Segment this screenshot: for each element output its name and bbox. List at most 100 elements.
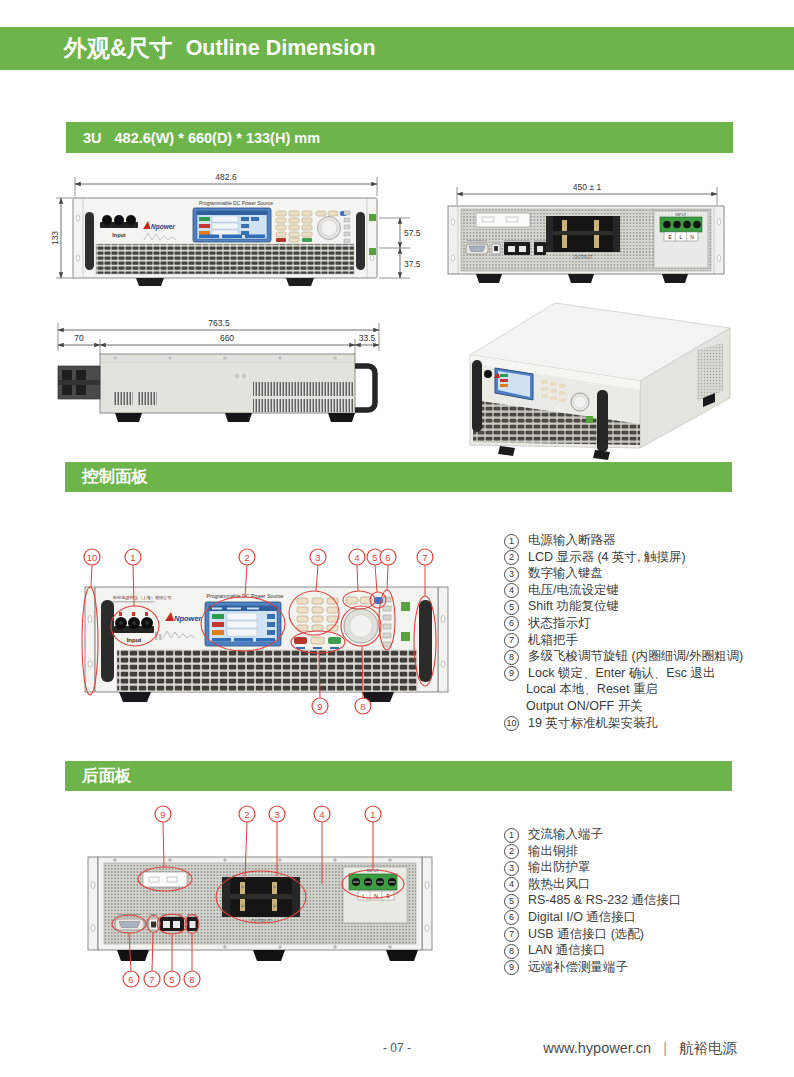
front-view-device: Input Npower Programmable DC Power Sourc… bbox=[73, 198, 377, 286]
cp-function-row bbox=[294, 637, 341, 649]
legend-item: 3数字输入键盘 bbox=[504, 566, 743, 583]
legend-item: 5Shift 功能复位键 bbox=[504, 599, 743, 616]
legend-item: 4散热出风口 bbox=[504, 877, 682, 894]
rear-panel-diagram: OUTPUT INPUT L N E bbox=[75, 800, 495, 995]
front-green-sticker-2 bbox=[369, 248, 376, 255]
rp-output-block: OUTPUT bbox=[222, 877, 300, 924]
rp-callout-7: 7 bbox=[149, 974, 154, 985]
photo-right-handle bbox=[597, 390, 608, 452]
front-view-drawing: 482.6 133 57.5 37.5 Input Npower Program… bbox=[48, 166, 452, 292]
cp-callout-10: 10 bbox=[87, 552, 98, 563]
rp-device: OUTPUT INPUT L N E bbox=[88, 857, 432, 961]
front-foot-left bbox=[136, 278, 164, 286]
cp-green-sticker-1 bbox=[401, 602, 410, 611]
legend-item: 1电源输入断路器 bbox=[504, 533, 743, 550]
cp-company-name: 航裕电源科技（上海）有限公司 bbox=[113, 595, 172, 600]
rear-foot-2 bbox=[568, 274, 594, 283]
rear-foot-3 bbox=[662, 274, 688, 283]
front-green-sticker-1 bbox=[369, 214, 376, 221]
legend-item: 3输出防护罩 bbox=[504, 860, 682, 877]
rp-foot-1 bbox=[117, 950, 149, 961]
photo-foot-2 bbox=[593, 450, 610, 460]
front-vent-grille bbox=[96, 244, 354, 274]
side-foot-1 bbox=[115, 413, 142, 422]
svg-text:Npower: Npower bbox=[151, 223, 175, 231]
rear-sense-strip bbox=[476, 213, 530, 227]
legend-item: 1交流输入端子 bbox=[504, 827, 682, 844]
rp-right-ear bbox=[422, 857, 432, 950]
size-unit: 3U bbox=[83, 130, 102, 146]
page-header: 外观&尺寸 Outline Dimension bbox=[0, 27, 794, 70]
legend-item: 5RS-485 & RS-232 通信接口 bbox=[504, 893, 682, 910]
side-view-dimensions: 763.5 70 660 33.5 bbox=[58, 318, 379, 354]
front-dim-lower: 37.5 bbox=[404, 259, 421, 269]
front-set-buttons bbox=[316, 211, 347, 216]
legend-item: 6状态指示灯 bbox=[504, 616, 743, 633]
legend-item: 7机箱把手 bbox=[504, 633, 743, 650]
rear-l-label: L bbox=[680, 234, 683, 240]
photo-side-vent bbox=[697, 343, 723, 401]
side-handle bbox=[355, 366, 375, 410]
rp-callout-4: 4 bbox=[319, 809, 324, 820]
cp-foot-left bbox=[119, 692, 151, 702]
cp-right-handle bbox=[419, 600, 432, 682]
rp-callout-3: 3 bbox=[274, 809, 279, 820]
legend-item: 1019 英寸标准机架安装孔 bbox=[504, 716, 743, 733]
front-dim-upper: 57.5 bbox=[404, 228, 421, 238]
rear-panel-section-title: 后面板 bbox=[65, 761, 732, 791]
rp-left-ear bbox=[88, 857, 98, 950]
rp-callout-1: 1 bbox=[370, 809, 375, 820]
legend-item: 2输出铜排 bbox=[504, 844, 682, 861]
side-vent-right-2 bbox=[253, 399, 353, 412]
side-vent-left-2 bbox=[137, 392, 157, 405]
rear-input-label: INPUT bbox=[675, 213, 687, 217]
legend-item: 8多级飞梭调节旋钮 (内圈细调/外圈粗调) bbox=[504, 649, 743, 666]
rear-panel-legend: 1交流输入端子 2输出铜排 3输出防护罩 4散热出风口 5RS-485 & RS… bbox=[504, 827, 682, 976]
legend-item: 7USB 通信接口 (选配) bbox=[504, 927, 682, 944]
page-title-zh: 外观&尺寸 bbox=[64, 33, 173, 64]
size-value: 482.6(W) * 660(D) * 133(H) mm bbox=[115, 130, 321, 146]
front-panel-title: Programmable DC Power Source bbox=[199, 200, 273, 206]
rp-foot-2 bbox=[253, 950, 285, 961]
cp-callout-6: 6 bbox=[385, 552, 390, 563]
cp-callout-7: 7 bbox=[422, 552, 427, 563]
legend-item: 9远端补偿测量端子 bbox=[504, 960, 682, 977]
rear-dim-width: 450 ± 1 bbox=[573, 182, 602, 192]
rp-callout-5: 5 bbox=[169, 974, 174, 985]
control-panel-section-title: 控制面板 bbox=[65, 462, 732, 492]
cp-callout-9: 9 bbox=[317, 701, 322, 712]
side-dim-total: 763.5 bbox=[208, 318, 230, 328]
cp-vent-grille bbox=[117, 650, 417, 692]
side-foot-2 bbox=[225, 413, 252, 422]
cp-lcd bbox=[205, 602, 281, 646]
footer-separator: | bbox=[663, 1040, 667, 1056]
front-left-handle bbox=[85, 212, 94, 270]
cp-left-handle bbox=[101, 600, 114, 682]
side-rear-protrusion bbox=[58, 366, 100, 399]
legend-item: 8LAN 通信接口 bbox=[504, 943, 682, 960]
rp-callout-6: 6 bbox=[128, 974, 133, 985]
front-dim-height: 133 bbox=[50, 231, 60, 245]
front-dim-width: 482.6 bbox=[215, 172, 237, 182]
rp-callout-8: 8 bbox=[189, 974, 194, 985]
cp-left-ear bbox=[85, 587, 95, 692]
svg-text:Npower: Npower bbox=[174, 614, 203, 623]
cp-callout-1: 1 bbox=[130, 552, 135, 563]
cp-callout-3: 3 bbox=[315, 552, 320, 563]
side-dim-body: 660 bbox=[220, 333, 234, 343]
rp-sense-strip bbox=[143, 872, 187, 887]
rp-foot-3 bbox=[386, 950, 418, 961]
device-photo bbox=[445, 298, 790, 470]
side-view-device bbox=[58, 354, 375, 422]
rear-view-device: OUTPUT INPUT L N E bbox=[448, 206, 724, 283]
rp-callout-2: 2 bbox=[244, 809, 249, 820]
legend-item: 2LCD 显示器 (4 英寸, 触摸屏) bbox=[504, 550, 743, 567]
front-foot-right bbox=[286, 278, 314, 286]
legend-item: 6Digital I/O 通信接口 bbox=[504, 910, 682, 927]
cp-right-ear bbox=[438, 587, 448, 692]
control-panel-diagram: 航裕电源科技（上海）有限公司 Input Npower Programmable… bbox=[75, 538, 470, 718]
rear-view-drawing: 450 ± 1 OUTPUT INPUT L N E bbox=[440, 180, 790, 300]
cp-callout-4: 4 bbox=[354, 552, 359, 563]
legend-item: Output ON/OFF 开关 bbox=[504, 699, 743, 716]
cp-callout-8: 8 bbox=[360, 701, 365, 712]
